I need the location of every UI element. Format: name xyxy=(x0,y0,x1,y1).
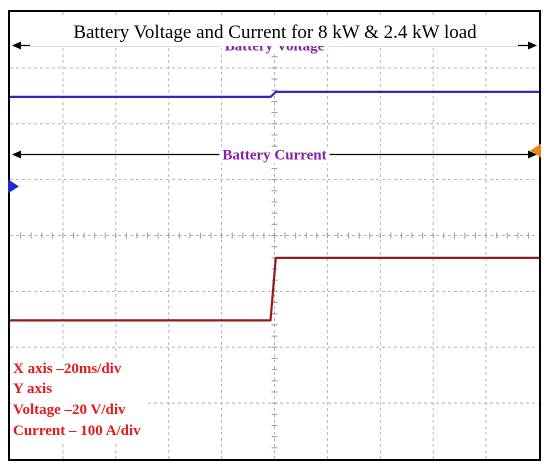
series-0-trace xyxy=(10,90,539,99)
chart-title: Battery Voltage and Current for 8 kW & 2… xyxy=(73,22,477,43)
scale-info-background xyxy=(11,359,146,441)
title-background xyxy=(30,16,518,46)
series-layer xyxy=(10,90,539,322)
ch1-ground-marker xyxy=(8,179,19,194)
screen-border xyxy=(8,10,541,461)
annotation-1-label-background xyxy=(219,147,330,164)
annotation-1-arrowhead-left xyxy=(12,150,21,159)
scale-info: X axis –20ms/div Y axis Voltage –20 V/di… xyxy=(11,359,146,441)
trigger-marker xyxy=(530,143,541,158)
annotation-1-label: Battery Current xyxy=(222,147,326,163)
info-x-axis: X axis –20ms/div xyxy=(13,361,122,377)
center-ticks xyxy=(20,22,529,449)
series-1-trace xyxy=(10,256,539,322)
annotation-0-arrowhead-right xyxy=(528,41,537,50)
annotation-1-arrowhead-right xyxy=(528,150,537,159)
annotation-0-arrowhead-left xyxy=(12,41,21,50)
info-voltage-scale: Voltage –20 V/div xyxy=(13,402,126,418)
marker-layer xyxy=(8,143,541,194)
annotation-1: Battery Current xyxy=(12,147,537,164)
info-current-scale: Current – 100 A/div xyxy=(13,423,141,439)
info-y-axis: Y axis xyxy=(13,381,52,397)
